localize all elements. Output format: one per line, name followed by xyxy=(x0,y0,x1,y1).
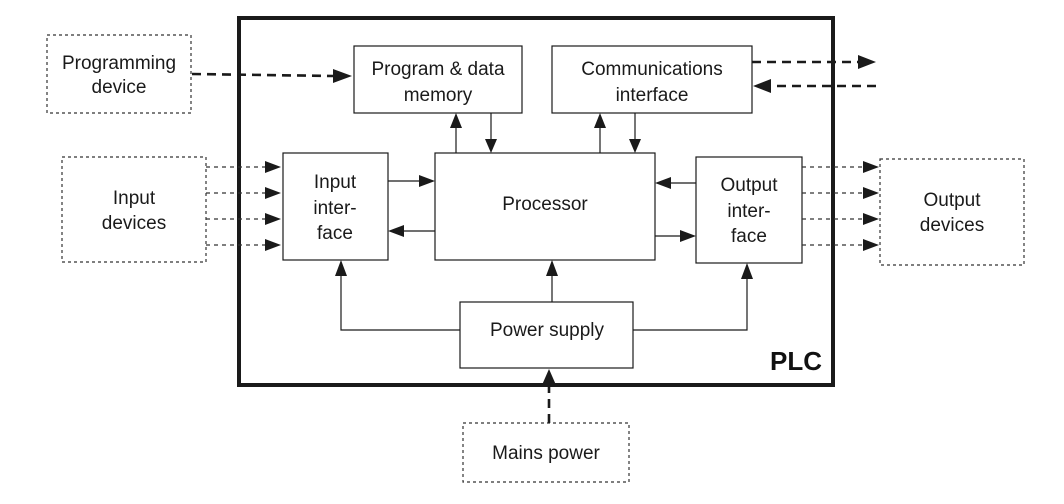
plc-enclosure xyxy=(237,16,835,387)
edge-mains-power-to-power-supply xyxy=(542,369,556,423)
output-devices-label-line-1: Output xyxy=(923,190,981,211)
edge-output-interface-to-processor xyxy=(655,177,696,189)
edge-output-interface-to-output-devices xyxy=(802,161,879,251)
output-interface-label-line-1: Output xyxy=(720,175,778,196)
output-devices-label-line-2: devices xyxy=(920,215,984,236)
programming-device-label-line-2: device xyxy=(92,77,147,98)
program-data-memory-node: Program & data memory xyxy=(353,45,523,114)
programming-device-node: Programming device xyxy=(46,34,192,114)
edge-power-supply-to-processor xyxy=(546,260,558,302)
programming-device-label-line-1: Programming xyxy=(62,53,176,74)
edge-processor-to-communications xyxy=(594,113,606,153)
plc-label: PLC xyxy=(770,346,822,376)
edge-processor-to-input-interface xyxy=(388,225,435,237)
edge-communications-outbound xyxy=(752,55,876,69)
input-devices-node: Input devices xyxy=(61,156,207,263)
communications-interface-node: Communications interface xyxy=(551,45,753,114)
power-supply-node: Power supply xyxy=(459,301,634,369)
input-interface-node: Input inter- face xyxy=(282,152,389,261)
input-interface-label-line-2: inter- xyxy=(313,198,356,219)
input-devices-label-line-1: Input xyxy=(113,188,156,209)
edge-processor-to-output-interface xyxy=(655,230,696,242)
processor-label: Processor xyxy=(502,194,588,215)
power-supply-label: Power supply xyxy=(490,320,605,341)
edge-communications-to-processor xyxy=(629,113,641,153)
output-interface-label-line-3: face xyxy=(731,226,767,247)
input-interface-label-line-1: Input xyxy=(314,172,357,193)
output-devices-node: Output devices xyxy=(879,158,1025,266)
processor-node: Processor xyxy=(434,152,656,261)
edge-power-supply-to-output-interface xyxy=(633,263,753,331)
input-devices-label-line-2: devices xyxy=(102,213,166,234)
mains-power-node: Mains power xyxy=(462,422,630,483)
communications-interface-label-line-2: interface xyxy=(616,85,689,106)
edge-communications-inbound xyxy=(753,79,876,93)
mains-power-label: Mains power xyxy=(492,443,600,464)
program-data-memory-label-line-2: memory xyxy=(404,85,473,106)
communications-interface-label-line-1: Communications xyxy=(581,59,723,80)
program-data-memory-label-line-1: Program & data xyxy=(371,59,504,80)
edge-input-interface-to-processor xyxy=(388,175,435,187)
output-interface-node: Output inter- face xyxy=(695,156,803,264)
input-interface-label-line-3: face xyxy=(317,223,353,244)
edge-memory-to-processor xyxy=(485,113,497,153)
edge-input-devices-to-input-interface xyxy=(206,161,281,251)
edge-processor-to-memory xyxy=(450,113,462,153)
output-interface-label-line-2: inter- xyxy=(727,201,770,222)
edge-programming-device-to-memory xyxy=(191,69,352,83)
edge-power-supply-to-input-interface xyxy=(335,260,460,331)
